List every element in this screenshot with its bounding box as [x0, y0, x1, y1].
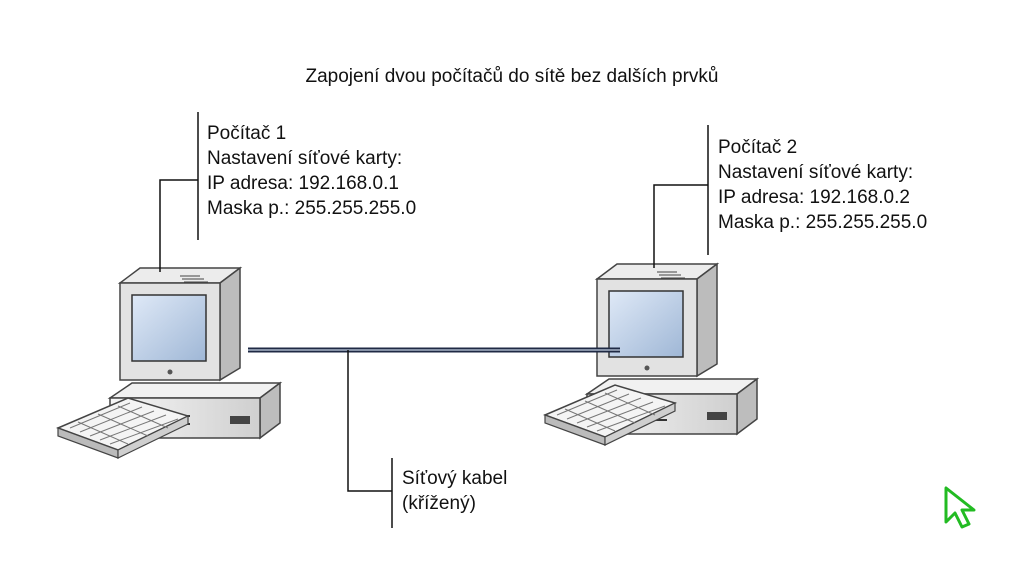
computer-2-mask: Maska p.: 255.255.255.0: [718, 212, 928, 233]
computer-2-settings-heading: Nastavení síťové karty:: [718, 162, 914, 183]
computer-2-name: Počítač 2: [718, 137, 798, 158]
callout-computer-1: [159, 112, 199, 272]
computer-2-ip: IP adresa: 192.168.0.2: [718, 187, 910, 208]
cable-label-line1: Síťový kabel: [402, 468, 508, 489]
cable-label-line2: (křížený): [402, 493, 476, 514]
cable-label: Síťový kabel (křížený): [402, 466, 507, 516]
cursor-icon: [944, 486, 976, 529]
computer-1-ip: IP adresa: 192.168.0.1: [207, 173, 399, 194]
callout-computer-2: [653, 125, 709, 268]
callout-cable: [347, 350, 393, 528]
computer-1-label: Počítač 1 Nastavení síťové karty: IP adr…: [207, 121, 416, 221]
computer-2-label: Počítač 2 Nastavení síťové karty: IP adr…: [718, 135, 927, 235]
computer-1-mask: Maska p.: 255.255.255.0: [207, 198, 417, 219]
computer-1-settings-heading: Nastavení síťové karty:: [207, 148, 403, 169]
computer-1-name: Počítač 1: [207, 123, 287, 144]
diagram-title: Zapojení dvou počítačů do sítě bez další…: [305, 66, 719, 87]
